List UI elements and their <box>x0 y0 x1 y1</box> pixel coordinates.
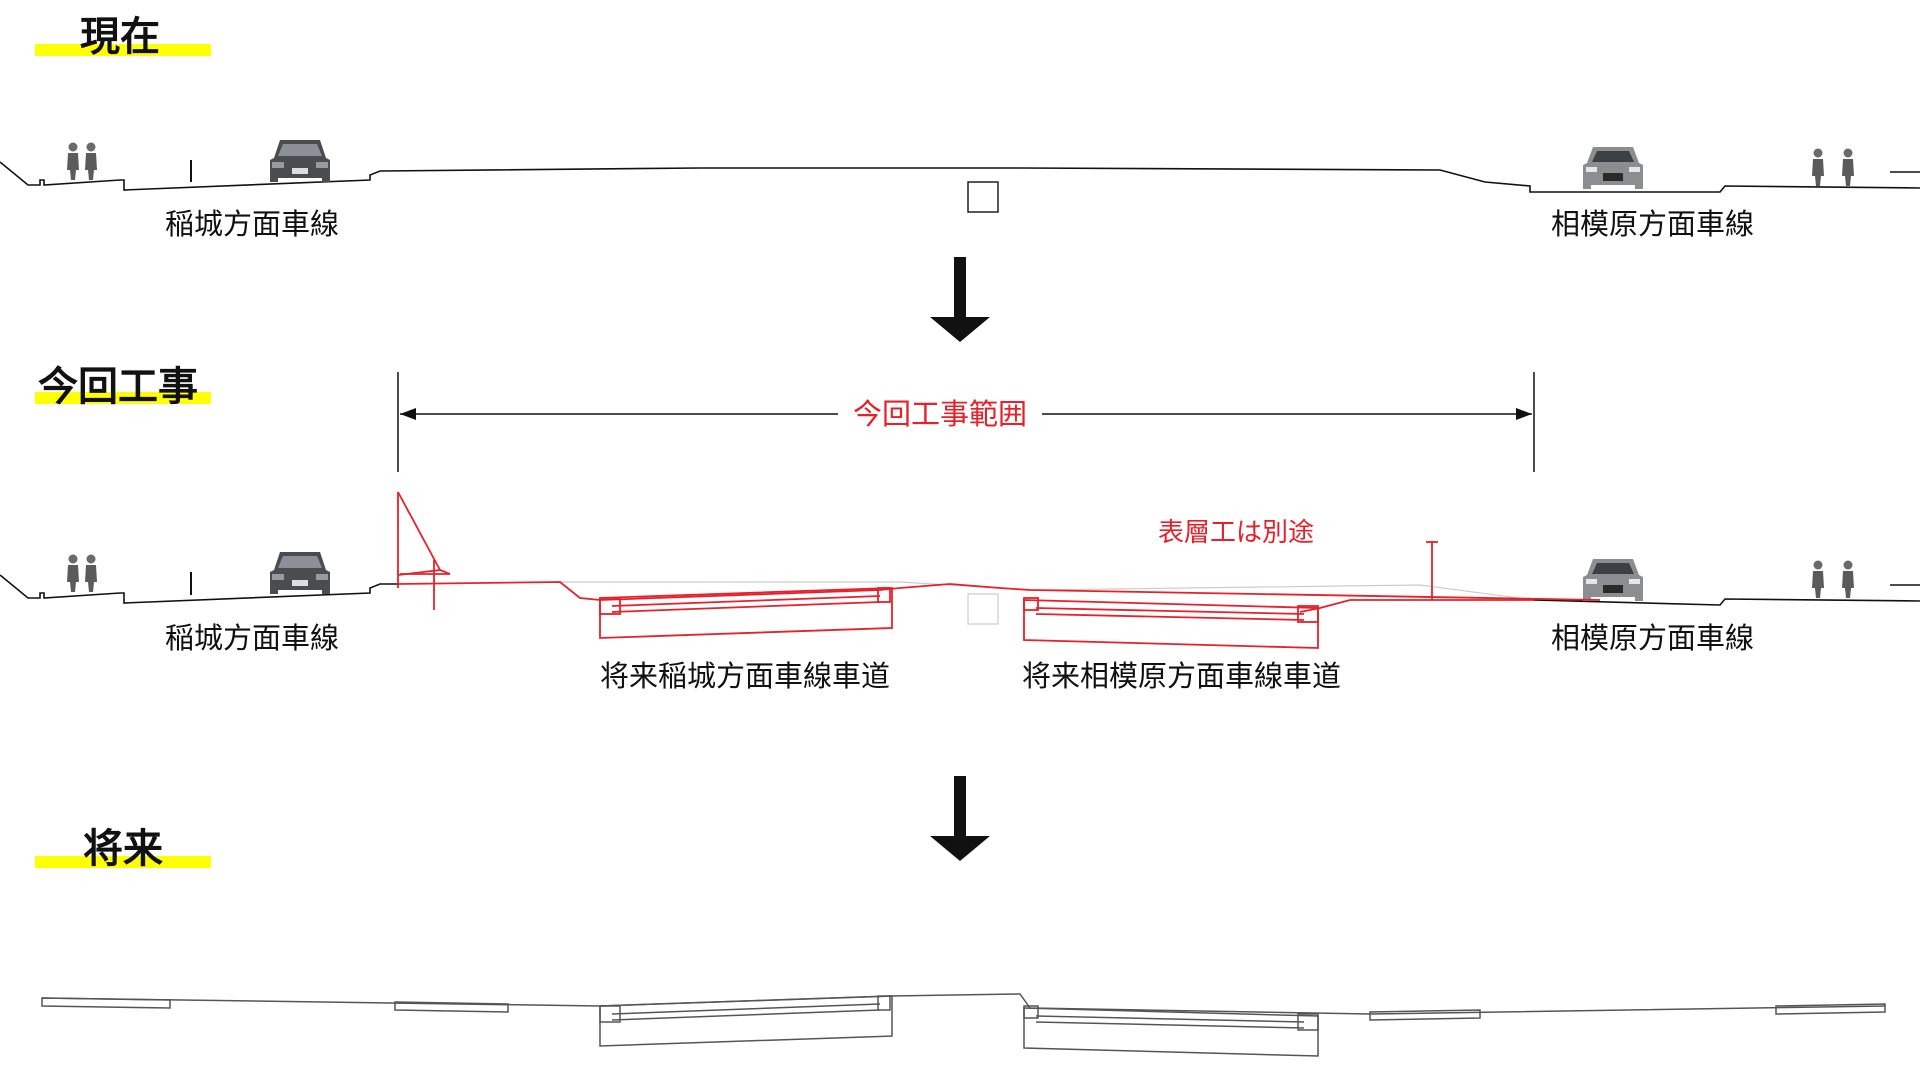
stage-title-construction: 今回工事 <box>38 364 198 410</box>
pedestrian-icon <box>1812 148 1824 186</box>
label-current-left: 稲城方面車線 <box>165 207 339 241</box>
car-rear-icon <box>270 140 330 182</box>
double-arrow-icon <box>400 408 1532 420</box>
label-future-inagi-roadway: 将来稲城方面車線車道 <box>600 659 890 693</box>
stage-title-current: 現在 <box>80 14 160 60</box>
future-profile <box>41 993 1886 1057</box>
car-front-icon <box>1583 147 1643 189</box>
center-box <box>967 181 999 213</box>
pedestrian-icon <box>67 554 79 592</box>
pedestrian-icon <box>1842 560 1854 598</box>
stage-current: 現在 稲城方面車線 相模原方面車線 <box>0 14 1920 241</box>
work-profile <box>397 491 1601 649</box>
down-arrow-icon <box>930 776 990 861</box>
stage-title-future: 将来 <box>83 826 163 872</box>
pedestrian-icon <box>1812 560 1824 598</box>
pedestrian-icon <box>1842 148 1854 186</box>
current-road-profile <box>0 161 1920 193</box>
title-highlight <box>35 856 211 868</box>
label-construction-left: 稲城方面車線 <box>165 621 339 655</box>
stage-future: 将来 <box>35 826 1886 1057</box>
label-surface-note: 表層工は別途 <box>1158 518 1314 548</box>
label-construction-right: 相模原方面車線 <box>1551 621 1754 655</box>
down-arrow-icon <box>930 257 990 342</box>
center-box-ghost <box>967 593 999 625</box>
stage-construction: 今回工事 今回工事範囲 表層工は別途 <box>0 364 1920 693</box>
title-highlight <box>35 44 211 56</box>
construction-road-left <box>0 574 398 604</box>
pedestrian-icon <box>67 142 79 180</box>
car-rear-icon <box>270 552 330 594</box>
title-highlight <box>35 392 211 404</box>
pedestrian-icon <box>85 554 97 592</box>
car-front-icon <box>1583 559 1643 601</box>
label-work-range: 今回工事範囲 <box>853 397 1027 431</box>
label-future-sagamihara-roadway: 将来相模原方面車線車道 <box>1022 659 1341 693</box>
construction-road-right <box>1533 598 1920 606</box>
pedestrian-icon <box>85 142 97 180</box>
label-current-right: 相模原方面車線 <box>1551 207 1754 241</box>
